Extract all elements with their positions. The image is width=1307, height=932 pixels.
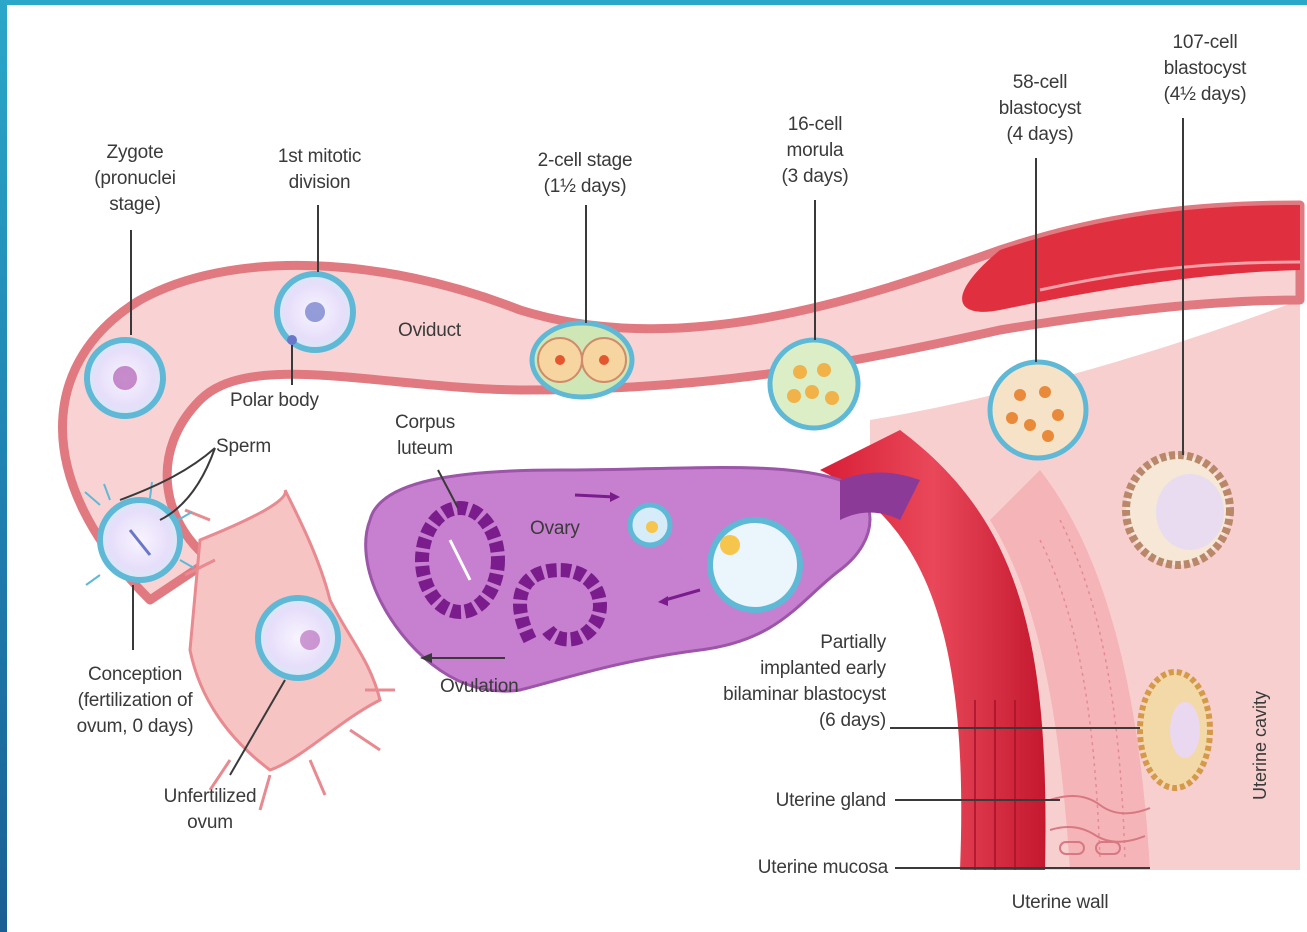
label-corpus-luteum: Corpus luteum: [375, 410, 475, 462]
zygote-cell: [87, 340, 163, 416]
implanted-blastocyst: [1140, 672, 1210, 788]
label-morula: 16-cell morula (3 days): [750, 112, 880, 190]
label-uterine-cavity: Uterine cavity: [1250, 691, 1271, 800]
label-uterine-wall: Uterine wall: [960, 890, 1160, 916]
label-ovulation: Ovulation: [440, 674, 518, 700]
label-blastocyst-107: 107-cell blastocyst (4½ days): [1130, 30, 1280, 108]
label-two-cell: 2-cell stage (1½ days): [500, 148, 670, 200]
blastocyst-58-cell: [990, 362, 1086, 458]
label-uterine-gland: Uterine gland: [690, 788, 886, 814]
label-oviduct: Oviduct: [398, 318, 461, 344]
large-follicle: [710, 520, 800, 610]
morula-cell: [770, 340, 858, 428]
label-unfertilized: Unfertilized ovum: [135, 784, 285, 836]
polar-body-marker: [287, 335, 297, 345]
label-uterine-mucosa: Uterine mucosa: [660, 855, 888, 881]
label-blastocyst-58: 58-cell blastocyst (4 days): [970, 70, 1110, 148]
label-conception: Conception (fertilization of ovum, 0 day…: [30, 662, 240, 740]
label-polar-body: Polar body: [230, 388, 319, 414]
blastocyst-107-cell: [1126, 455, 1230, 565]
label-sperm: Sperm: [216, 434, 271, 460]
label-mitotic: 1st mitotic division: [252, 144, 387, 196]
label-ovary: Ovary: [530, 516, 580, 542]
unfertilized-ovum: [258, 598, 338, 678]
two-cell-embryo: [532, 323, 632, 397]
label-zygote: Zygote (pronuclei stage): [70, 140, 200, 218]
label-partial-implant: Partially implanted early bilaminar blas…: [600, 630, 886, 734]
